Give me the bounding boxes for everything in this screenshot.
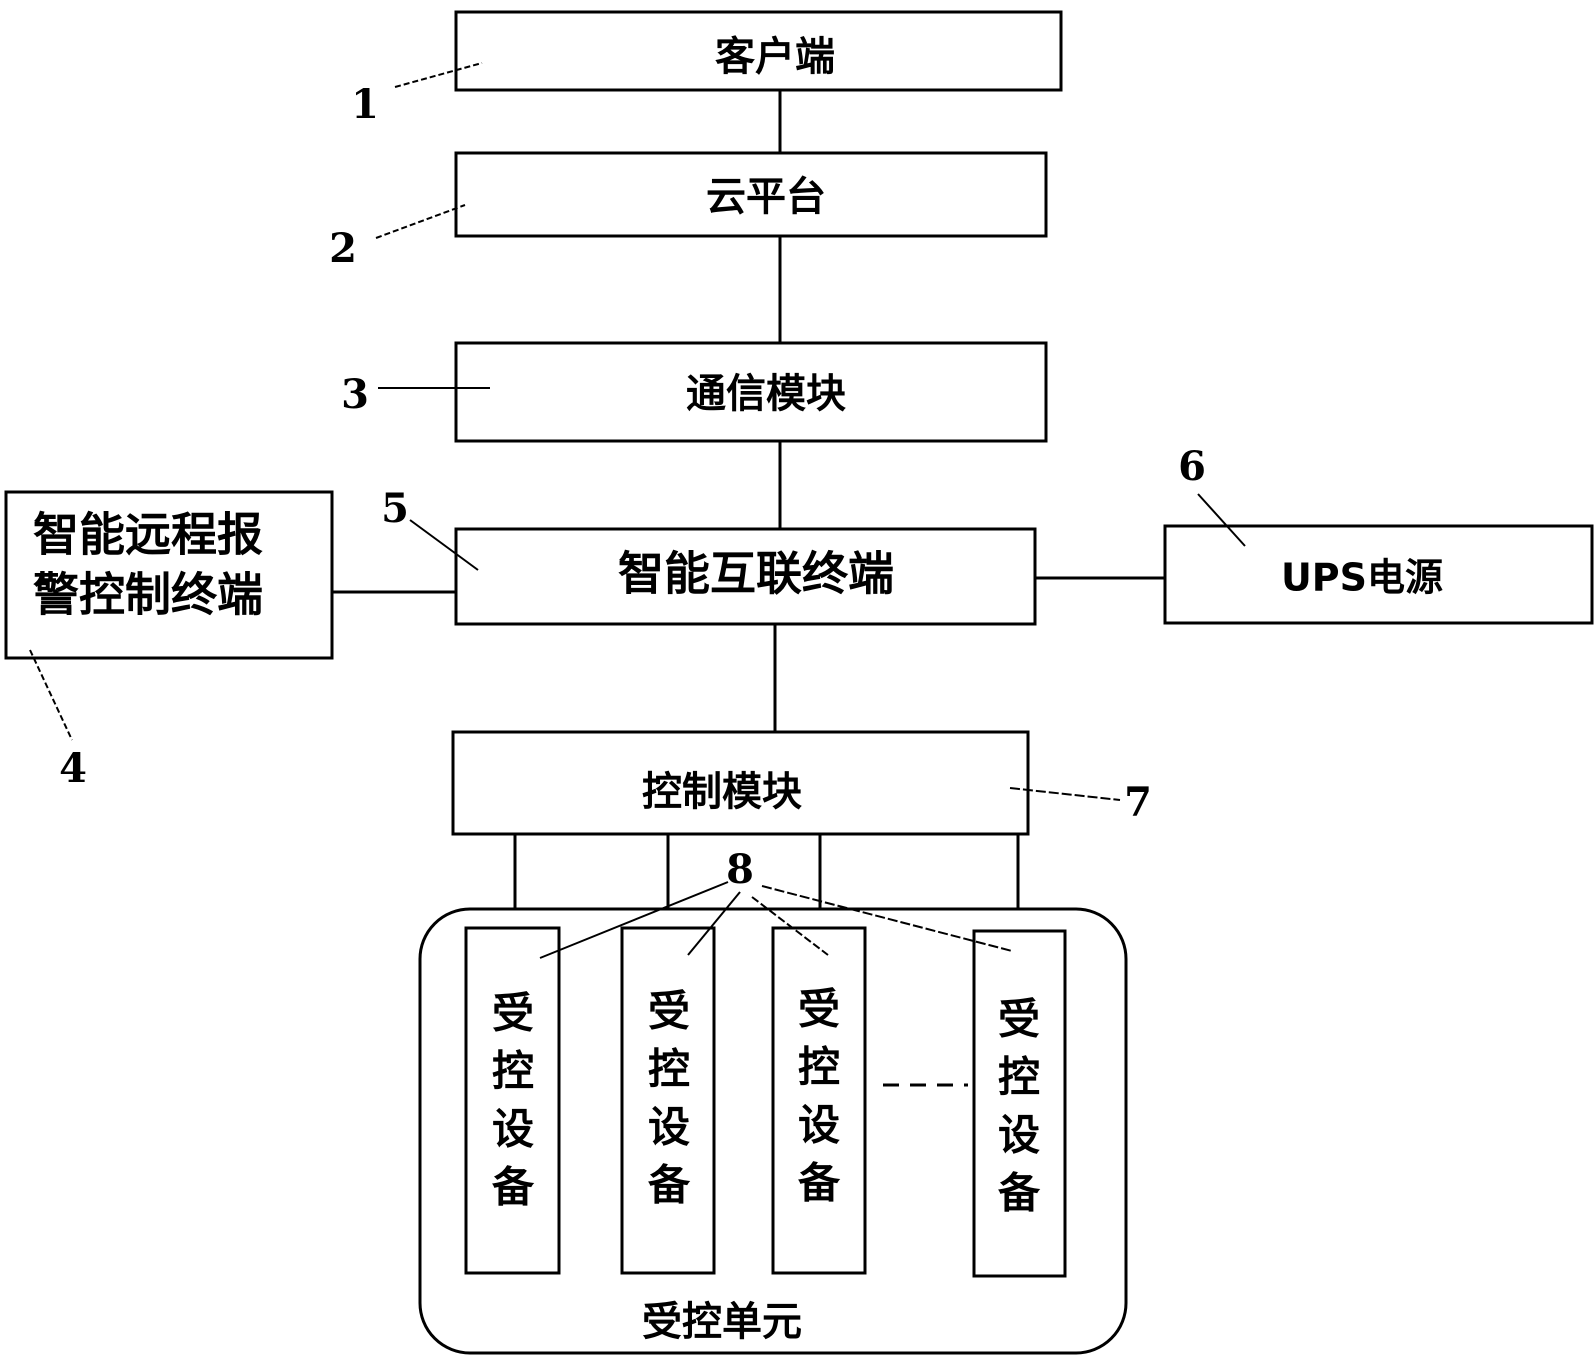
leader-2 xyxy=(375,204,466,239)
comm-module-box xyxy=(454,341,1048,443)
device-char: 设 xyxy=(798,1101,840,1150)
device-char: 受 xyxy=(492,989,534,1038)
leader-6 xyxy=(1197,493,1246,547)
leader-8c xyxy=(751,896,829,956)
callout-leaders xyxy=(29,62,1246,959)
device-char: 受 xyxy=(998,995,1040,1044)
callout-6: 6 xyxy=(1178,443,1206,490)
leader-8d xyxy=(761,885,1013,952)
device-char: 受 xyxy=(798,985,840,1034)
comm-module-label: 通信模块 xyxy=(686,371,846,417)
smart-terminal-box xyxy=(454,527,1037,626)
smart-terminal-label: 智能互联终端 xyxy=(618,547,894,601)
control-module-box xyxy=(451,730,1030,836)
controlled-device-2-box xyxy=(620,926,716,1275)
controlled-device-2-label: 受 控 设 备 xyxy=(648,987,691,1210)
leader-4 xyxy=(29,649,73,741)
callout-7: 7 xyxy=(1124,779,1152,826)
device-char: 备 xyxy=(648,1161,691,1210)
callout-4: 4 xyxy=(59,745,87,792)
cloud-platform-label: 云平台 xyxy=(706,174,826,220)
control-module-label: 控制模块 xyxy=(642,769,802,815)
device-char: 控 xyxy=(798,1043,840,1092)
leader-1 xyxy=(394,62,483,88)
device-char: 设 xyxy=(492,1105,534,1154)
leader-7 xyxy=(1009,787,1121,801)
device-char: 控 xyxy=(492,1047,534,1096)
controlled-device-3-label: 受 控 设 备 xyxy=(798,985,841,1208)
controlled-device-4-box xyxy=(972,929,1067,1278)
client-box xyxy=(454,10,1063,92)
callout-8: 8 xyxy=(726,846,754,893)
remote-alarm-terminal-box xyxy=(4,490,334,660)
controlled-device-4-label: 受 控 设 备 xyxy=(998,995,1041,1218)
callout-2: 2 xyxy=(329,225,357,272)
remote-alarm-terminal-label-line1: 智能远程报 xyxy=(33,508,263,562)
callout-1: 1 xyxy=(351,81,379,128)
device-char: 备 xyxy=(798,1159,841,1208)
device-char: 设 xyxy=(648,1103,690,1152)
leader-5 xyxy=(409,519,479,571)
device-char: 受 xyxy=(648,987,690,1036)
device-char: 设 xyxy=(998,1111,1040,1160)
leader-8b xyxy=(687,891,741,956)
controlled-unit-label: 受控单元 xyxy=(642,1299,802,1345)
client-label: 客户端 xyxy=(715,34,835,80)
controlled-device-1-label: 受 控 设 备 xyxy=(492,989,535,1212)
callout-3: 3 xyxy=(341,371,369,418)
device-char: 控 xyxy=(648,1045,690,1094)
controlled-device-1-box xyxy=(464,926,561,1275)
ups-power-label: UPS电源 xyxy=(1281,556,1443,600)
callout-5: 5 xyxy=(381,485,409,532)
device-char: 控 xyxy=(998,1053,1040,1102)
leader-8a xyxy=(539,881,729,959)
device-char: 备 xyxy=(492,1163,535,1212)
device-char: 备 xyxy=(998,1169,1041,1218)
ups-power-box xyxy=(1163,524,1594,625)
cloud-platform-box xyxy=(454,151,1048,238)
remote-alarm-terminal-label-line2: 警控制终端 xyxy=(33,568,263,622)
controlled-device-3-box xyxy=(771,926,867,1275)
